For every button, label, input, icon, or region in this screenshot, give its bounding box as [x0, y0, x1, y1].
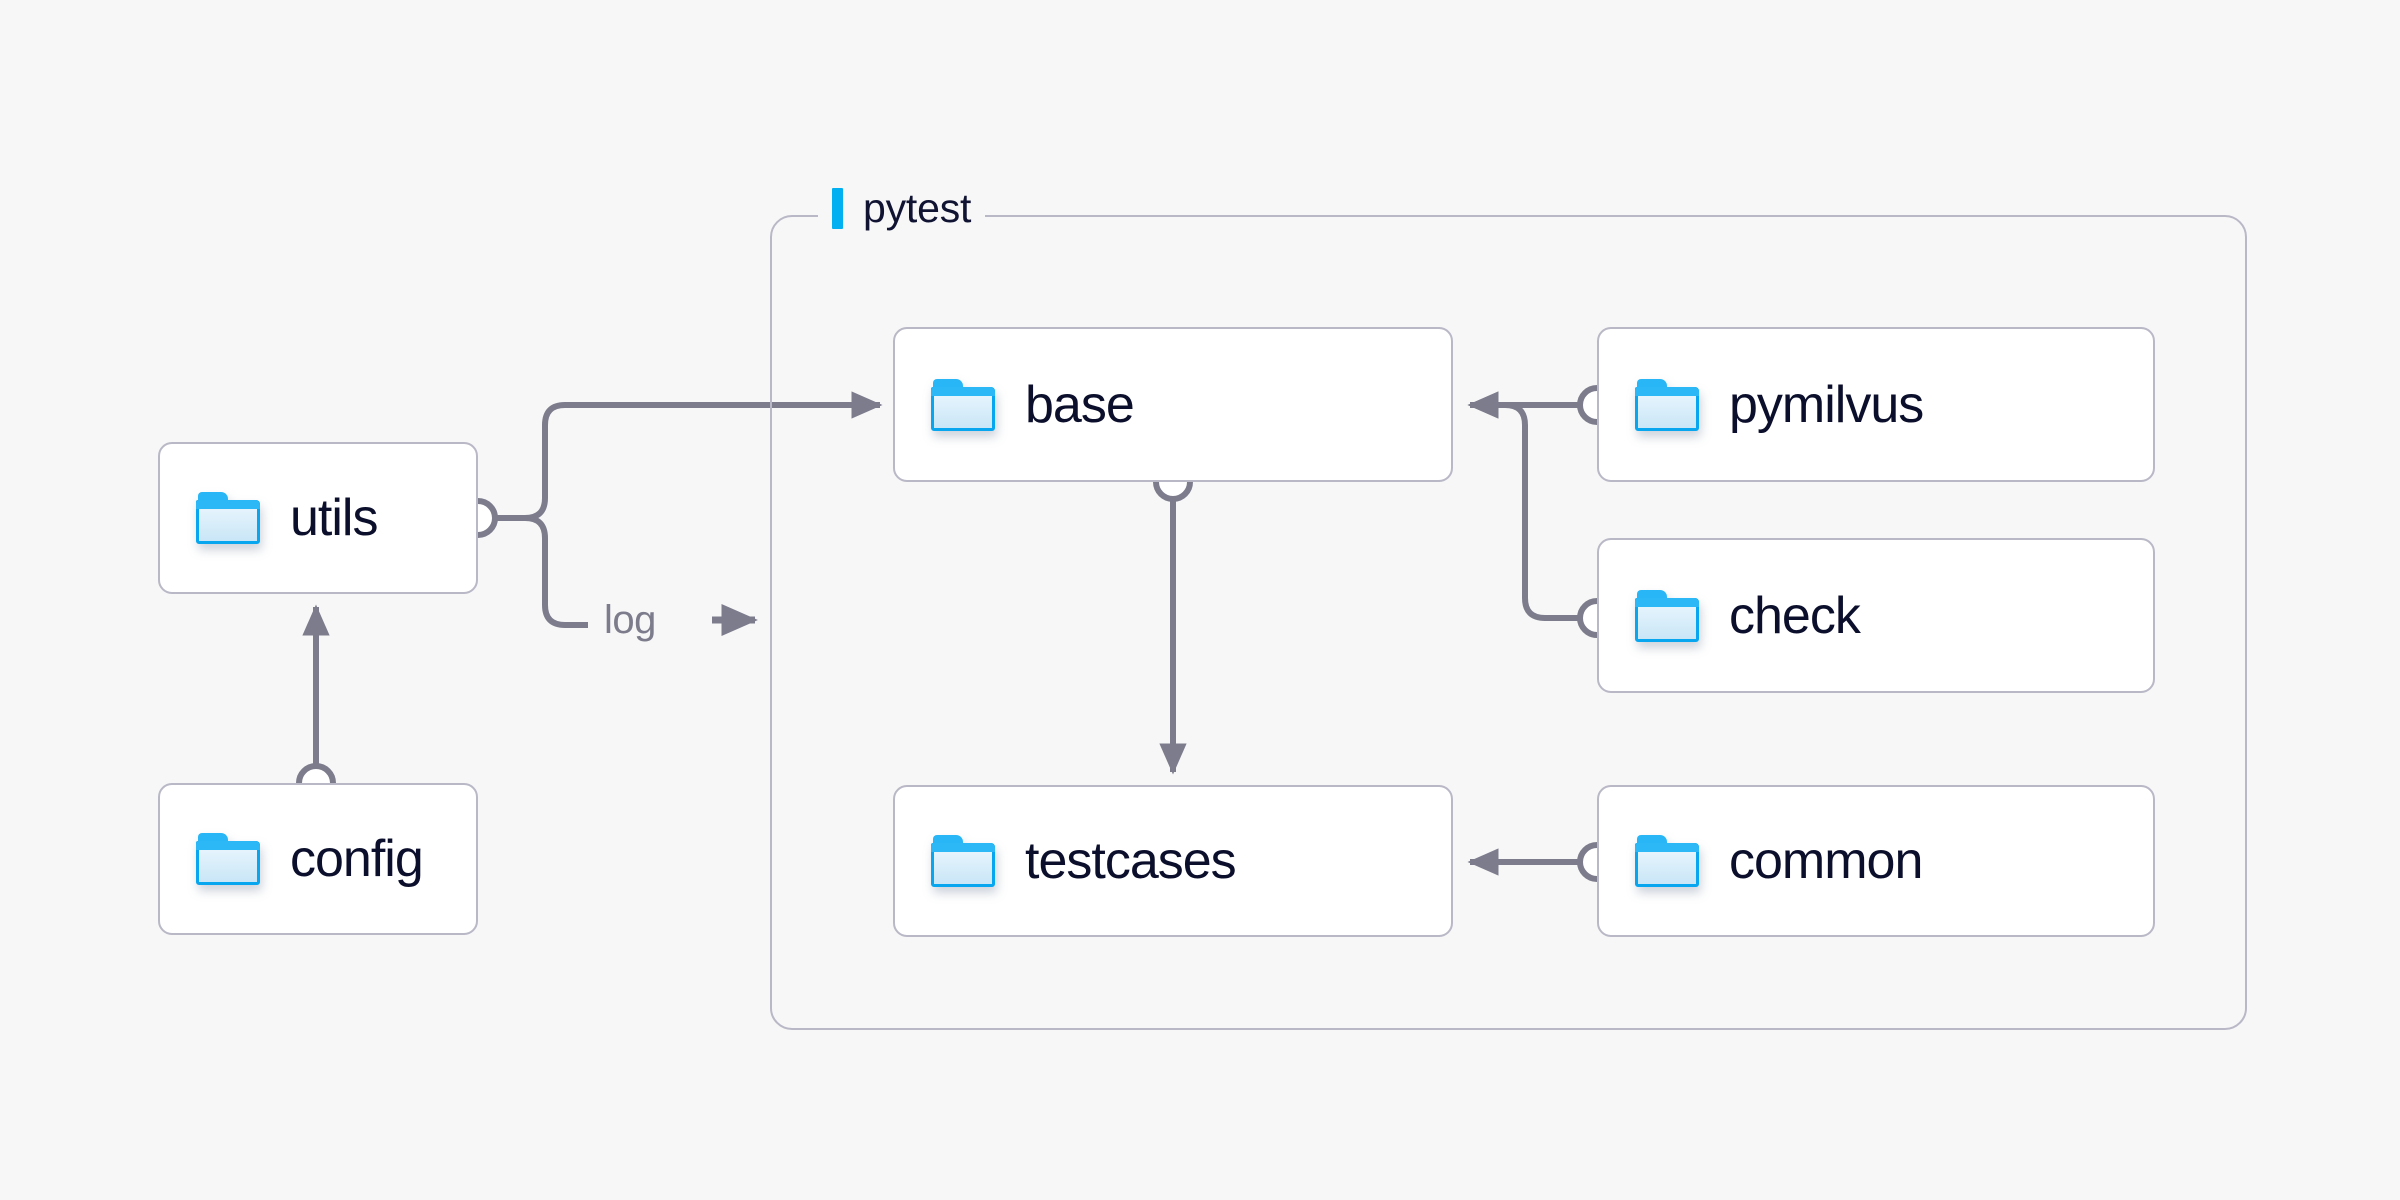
edge-config-to-utils: [296, 604, 336, 803]
folder-icon: [196, 833, 260, 885]
node-label-testcases: testcases: [1025, 832, 1237, 890]
accent-bar-icon: [832, 187, 843, 229]
node-base[interactable]: base: [893, 327, 1453, 482]
folder-icon: [1635, 378, 1699, 431]
pytest-group-container: [770, 215, 2247, 1030]
node-label-common: common: [1729, 832, 1923, 890]
folder-icon: [931, 835, 995, 887]
folder-icon: [196, 492, 260, 544]
folder-icon: [1635, 835, 1699, 887]
node-testcases[interactable]: testcases: [893, 785, 1453, 937]
folder-icon: [1635, 589, 1699, 642]
node-check[interactable]: check: [1597, 538, 2155, 693]
node-pymilvus[interactable]: pymilvus: [1597, 327, 2155, 482]
folder-icon: [931, 378, 995, 431]
pytest-group-label: pytest: [818, 182, 986, 234]
pytest-group-title: pytest: [863, 184, 972, 231]
node-label-utils: utils: [290, 489, 378, 547]
node-label-base: base: [1025, 375, 1135, 434]
node-label-config: config: [290, 830, 424, 888]
node-common[interactable]: common: [1597, 785, 2155, 937]
node-utils[interactable]: utils: [158, 442, 478, 594]
node-config[interactable]: config: [158, 783, 478, 935]
edge-label-log: log: [604, 598, 656, 642]
node-label-check: check: [1729, 586, 1861, 645]
node-label-pymilvus: pymilvus: [1729, 375, 1924, 434]
